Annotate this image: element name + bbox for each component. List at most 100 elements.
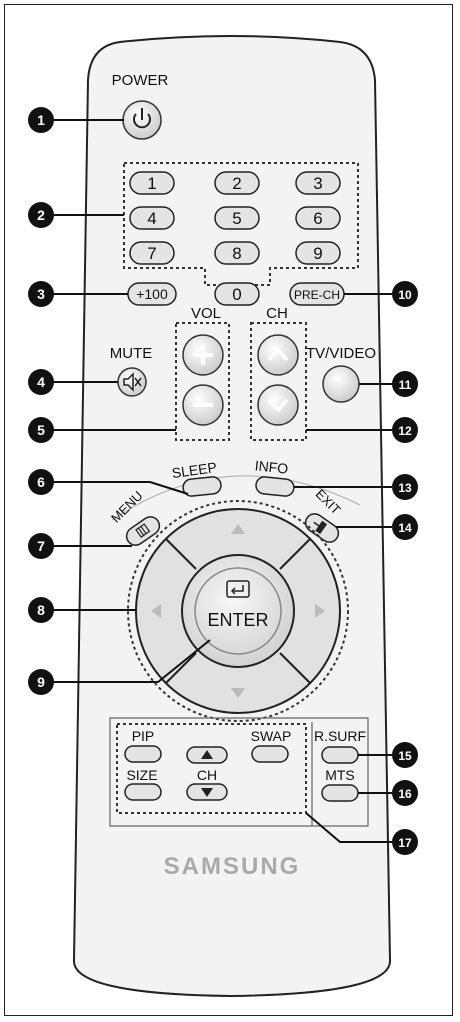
key-7[interactable]: 7 (129, 241, 175, 265)
svg-text:11: 11 (399, 378, 412, 392)
enter-icon (226, 580, 250, 598)
dpad-up-arrow-icon[interactable] (231, 524, 245, 534)
svg-text:7: 7 (147, 244, 156, 263)
callout-7: 7 (28, 533, 54, 559)
mts-label: MTS (325, 767, 355, 783)
callout-markers: 1 2 3 4 5 6 7 8 9 10 11 12 13 14 15 16 1… (28, 107, 418, 855)
svg-text:1: 1 (147, 174, 156, 193)
callout-2: 2 (28, 202, 54, 228)
key-9[interactable]: 9 (295, 241, 341, 265)
rsurf-button[interactable] (321, 746, 359, 764)
bottom-panel-outline (109, 717, 369, 827)
callout-12: 12 (392, 417, 418, 443)
ch-dashed-box (250, 322, 307, 441)
menu-button[interactable] (123, 513, 163, 548)
ch-down-button[interactable] (257, 384, 299, 426)
triangle-up-icon (201, 750, 213, 759)
svg-text:9: 9 (313, 244, 322, 263)
key-5[interactable]: 5 (214, 206, 260, 230)
key-8[interactable]: 8 (214, 241, 260, 265)
svg-text:PRE-CH: PRE-CH (294, 288, 340, 302)
pip-ch-up-button[interactable] (186, 746, 228, 764)
svg-text:16: 16 (398, 787, 412, 801)
chevron-down-icon (267, 398, 289, 413)
dpad-left-arrow-icon[interactable] (151, 604, 161, 618)
mute-button[interactable] (117, 367, 147, 397)
enter-label: ENTER (207, 610, 268, 630)
svg-text:8: 8 (37, 602, 45, 618)
swap-button[interactable] (251, 745, 289, 763)
svg-text:10: 10 (398, 288, 412, 302)
ch-up-button[interactable] (257, 334, 299, 376)
key-0[interactable]: 0 (214, 282, 260, 306)
exit-button[interactable] (302, 510, 342, 545)
callout-leaders (54, 119, 392, 843)
power-label: POWER (112, 72, 169, 89)
svg-text:2: 2 (37, 207, 45, 223)
tv-video-button[interactable] (322, 365, 360, 403)
callout-15: 15 (392, 742, 418, 768)
brand-logo: SAMSUNG (164, 853, 301, 880)
vol-down-button[interactable] (182, 384, 224, 426)
svg-text:7: 7 (37, 538, 45, 554)
triangle-down-icon (201, 788, 213, 797)
prech-button[interactable]: PRE-CH (289, 282, 345, 306)
callout-5: 5 (28, 417, 54, 443)
svg-text:12: 12 (398, 424, 412, 438)
enter-inner-ring (194, 567, 282, 655)
dpad-right-arrow-icon[interactable] (315, 604, 325, 618)
vol-up-button[interactable] (182, 334, 224, 376)
svg-text:0: 0 (232, 285, 241, 304)
mute-label: MUTE (110, 345, 153, 362)
vol-label: VOL (191, 305, 221, 322)
pip-button[interactable] (124, 745, 162, 763)
mute-icon (123, 372, 142, 392)
chevron-up-icon (267, 347, 289, 362)
plus-icon (193, 345, 213, 365)
svg-text:6: 6 (37, 474, 45, 490)
key-4[interactable]: 4 (129, 206, 175, 230)
svg-text:1: 1 (37, 112, 45, 128)
figure-frame (4, 4, 453, 1016)
size-button[interactable] (124, 783, 162, 801)
enter-button[interactable] (181, 554, 295, 668)
dpad-dividers (165, 538, 311, 684)
key-1[interactable]: 1 (129, 171, 175, 195)
svg-text:3: 3 (37, 286, 45, 302)
exit-icon (313, 520, 328, 535)
sleep-label: SLEEP (171, 459, 218, 481)
dpad-dashed-ring (127, 500, 349, 722)
svg-text:17: 17 (398, 836, 412, 850)
pip-ch-label: CH (197, 767, 217, 783)
tv-video-label: TV/VIDEO (306, 345, 376, 362)
power-icon (133, 108, 151, 129)
key-3[interactable]: 3 (295, 171, 341, 195)
callout-6: 6 (28, 469, 54, 495)
sleep-button[interactable] (182, 476, 222, 497)
callout-11: 11 (392, 371, 418, 397)
svg-text:3: 3 (313, 174, 322, 193)
callout-14: 14 (392, 514, 418, 540)
info-button[interactable] (255, 476, 295, 497)
plus100-button[interactable]: +100 (127, 282, 177, 306)
ch-label: CH (266, 305, 288, 322)
pip-dashed-box (116, 723, 307, 814)
dpad-down-arrow-icon[interactable] (231, 688, 245, 698)
svg-text:13: 13 (398, 481, 412, 495)
mts-button[interactable] (321, 784, 359, 802)
svg-text:5: 5 (37, 422, 45, 438)
callout-3: 3 (28, 281, 54, 307)
decorative-arc (111, 475, 361, 521)
callout-1: 1 (28, 107, 54, 133)
number-pad-dashed-box (123, 162, 359, 286)
pip-label: PIP (132, 728, 155, 744)
svg-text:5: 5 (232, 209, 241, 228)
svg-text:14: 14 (398, 521, 412, 535)
callout-10: 10 (392, 281, 418, 307)
rsurf-label: R.SURF (314, 728, 366, 744)
callout-13: 13 (392, 474, 418, 500)
svg-text:2: 2 (232, 174, 241, 193)
key-6[interactable]: 6 (295, 206, 341, 230)
key-2[interactable]: 2 (214, 171, 260, 195)
pip-ch-down-button[interactable] (186, 783, 228, 801)
